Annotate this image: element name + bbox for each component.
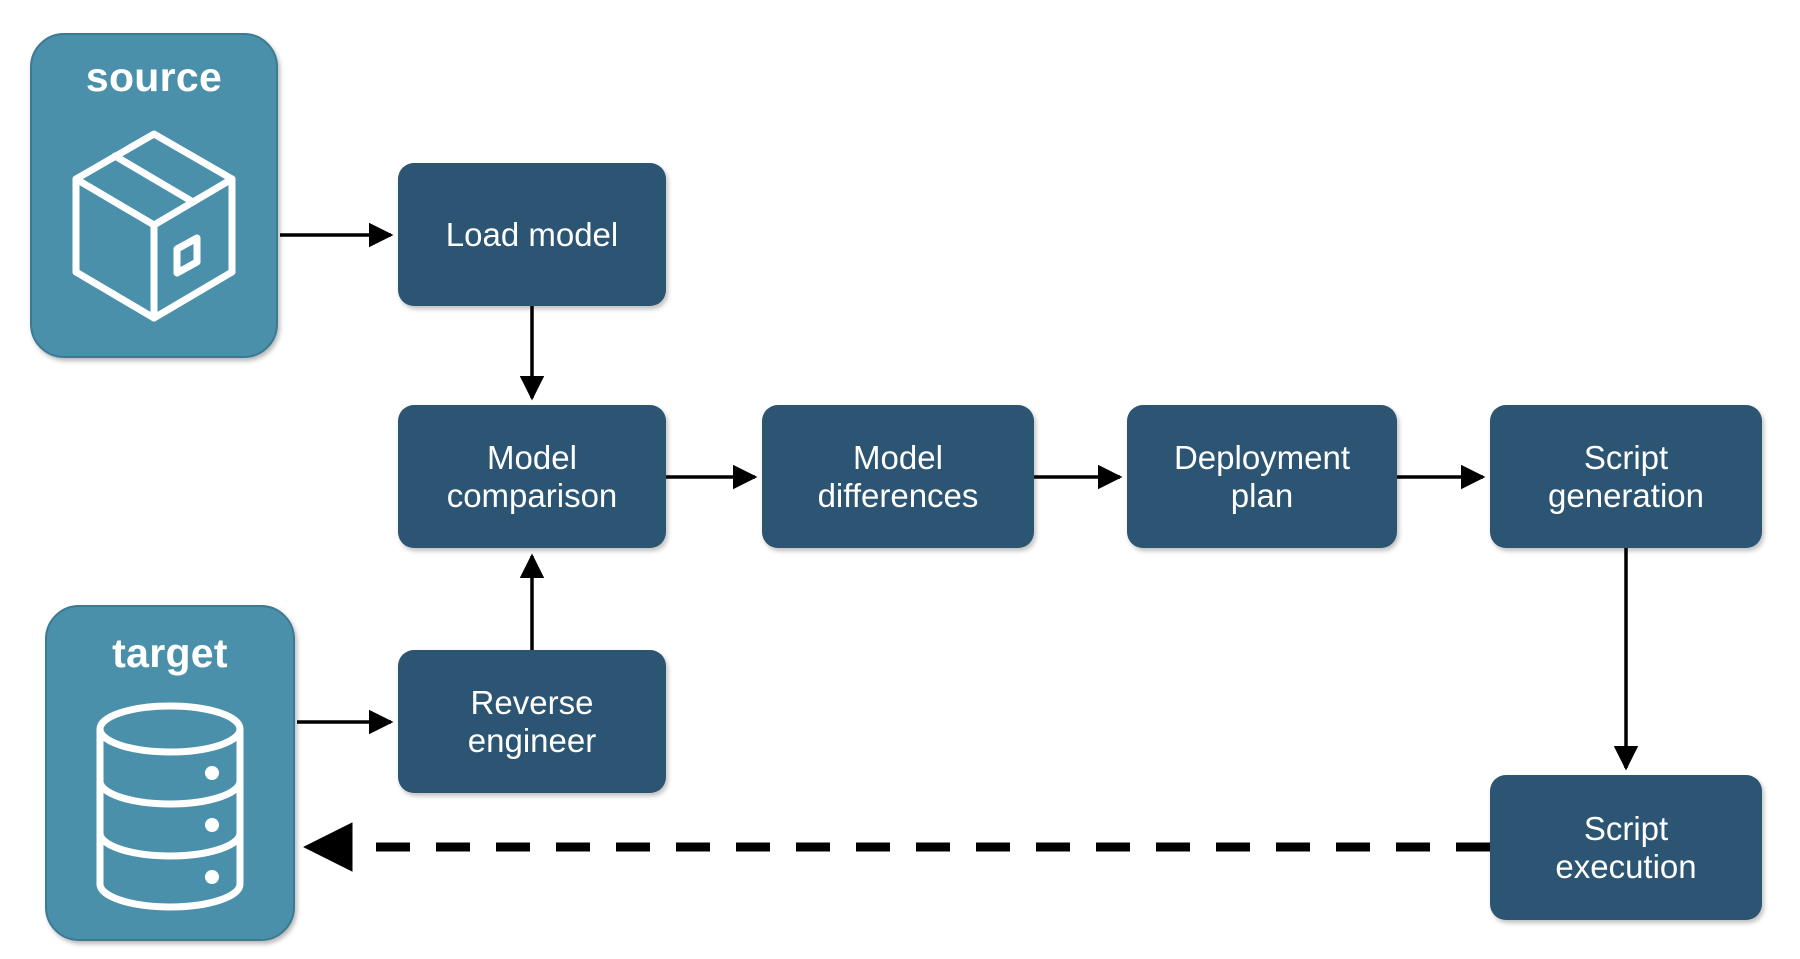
process-box-load-model[interactable]: Load model <box>398 163 666 306</box>
process-box-script-generation[interactable]: Script generation <box>1490 405 1762 548</box>
process-box-model-differences[interactable]: Model differences <box>762 405 1034 548</box>
endpoint-card-target[interactable]: target <box>45 605 295 941</box>
package-box-icon <box>32 98 276 356</box>
endpoint-card-source[interactable]: source <box>30 33 278 358</box>
process-box-script-execution[interactable]: Script execution <box>1490 775 1762 920</box>
database-cylinder-icon <box>47 674 293 939</box>
endpoint-title-source: source <box>85 54 223 100</box>
process-box-model-comparison[interactable]: Model comparison <box>398 405 666 548</box>
process-box-deployment-plan[interactable]: Deployment plan <box>1127 405 1397 548</box>
endpoint-title-target: target <box>112 630 228 676</box>
process-box-reverse-engineer[interactable]: Reverse engineer <box>398 650 666 793</box>
